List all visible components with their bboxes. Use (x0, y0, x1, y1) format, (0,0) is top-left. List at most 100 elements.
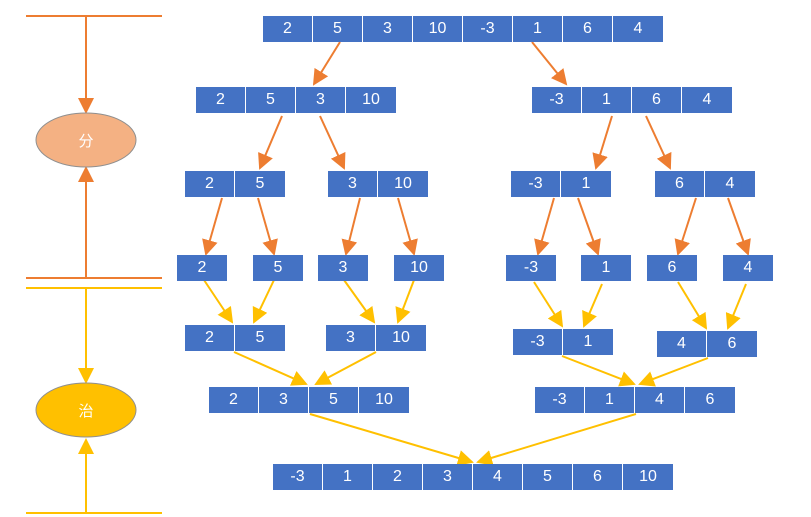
conquer-arrow (561, 355, 636, 387)
array-cell: 6 (685, 387, 735, 413)
conquer-arrow (677, 281, 708, 330)
divide-array: -3 (506, 255, 556, 281)
array-cell: 10 (413, 16, 463, 42)
array-cell: 10 (376, 325, 426, 351)
divide-oval (35, 112, 137, 168)
array-cell: 3 (259, 387, 309, 413)
array-cell: 4 (705, 171, 755, 197)
conquer-arrow (343, 279, 376, 324)
conquer-arrow (476, 413, 637, 466)
divide-array: 4 (723, 255, 773, 281)
conquer-arrow (395, 279, 415, 324)
conquer-arrow (233, 351, 308, 386)
array-cell: 10 (346, 87, 396, 113)
conquer-arrow (314, 351, 377, 385)
array-cell: 1 (513, 16, 563, 42)
conquer-label: 治 (78, 401, 94, 420)
array-cell: 5 (253, 255, 303, 281)
conquer-arrow (725, 283, 747, 330)
array-cell: 1 (585, 387, 635, 413)
array-cell: 1 (323, 464, 373, 490)
divide-label: 分 (78, 131, 94, 150)
divide-arrow (319, 115, 346, 170)
array-cell: 4 (657, 331, 707, 357)
divide-arrow (531, 41, 568, 86)
divide-arrow (202, 197, 223, 256)
array-cell: -3 (513, 329, 563, 355)
array-cell: 2 (209, 387, 259, 413)
array-cell: 4 (473, 464, 523, 490)
array-cell: 3 (296, 87, 346, 113)
divide-array: 5 (253, 255, 303, 281)
array-cell: 5 (246, 87, 296, 113)
array-cell: -3 (273, 464, 323, 490)
array-cell: 4 (613, 16, 663, 42)
array-cell: 10 (378, 171, 428, 197)
array-cell: 6 (655, 171, 705, 197)
array-cell: 10 (623, 464, 673, 490)
array-cell: 3 (318, 255, 368, 281)
array-cell: 2 (373, 464, 423, 490)
divide-arrow (674, 197, 697, 256)
array-cell: 4 (723, 255, 773, 281)
conquer-arrow (638, 357, 709, 387)
array-cell: -3 (532, 87, 582, 113)
array-cell: 5 (309, 387, 359, 413)
divide-array: 2 (177, 255, 227, 281)
divide-arrow (258, 115, 283, 170)
divide-array: 1 (581, 255, 631, 281)
array-cell: 1 (561, 171, 611, 197)
array-cell: 5 (313, 16, 363, 42)
array-cell: 3 (423, 464, 473, 490)
conquer-arrow (582, 283, 603, 328)
array-cell: 1 (581, 255, 631, 281)
array-cell: 5 (235, 171, 285, 197)
divide-arrow (534, 197, 555, 256)
conquer-oval (35, 382, 137, 438)
array-cell: 5 (235, 325, 285, 351)
array-cell: -3 (463, 16, 513, 42)
array-cell: 2 (263, 16, 313, 42)
array-cell: 6 (707, 331, 757, 357)
array-cell: 10 (359, 387, 409, 413)
divide-arrow (257, 197, 278, 256)
array-cell: 6 (632, 87, 682, 113)
array-cell: 4 (635, 387, 685, 413)
divide-arrow (577, 197, 601, 256)
divide-arrow (645, 115, 672, 170)
array-cell: 3 (328, 171, 378, 197)
array-cell: 10 (394, 255, 444, 281)
divide-arrow (727, 197, 751, 256)
array-cell: 2 (177, 255, 227, 281)
divide-arrow (592, 115, 613, 170)
divide-arrow (312, 41, 341, 86)
divide-arrow (397, 197, 418, 256)
divide-arrow (341, 197, 361, 256)
array-cell: 1 (563, 329, 613, 355)
array-cell: 5 (523, 464, 573, 490)
array-cell: -3 (535, 387, 585, 413)
array-cell: 2 (196, 87, 246, 113)
divide-array: 10 (394, 255, 444, 281)
array-cell: 2 (185, 325, 235, 351)
conquer-arrow (533, 281, 564, 328)
conquer-arrow (203, 279, 234, 324)
array-cell: 3 (326, 325, 376, 351)
array-cell: 6 (573, 464, 623, 490)
divide-array: 3 (318, 255, 368, 281)
